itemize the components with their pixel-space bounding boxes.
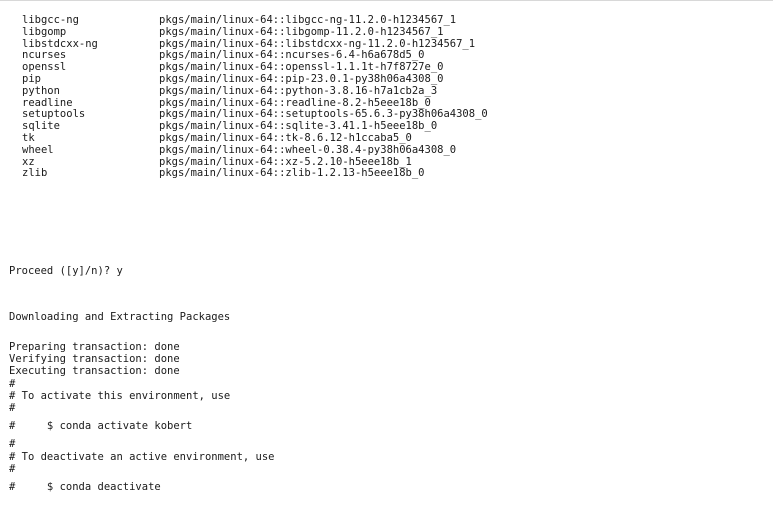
package-list: libgcc-ng pkgs/main/linux-64::libgcc-ng-…: [22, 14, 488, 180]
deactivate-header: # To deactivate an active environment, u…: [9, 451, 275, 463]
comment-line: #: [9, 402, 16, 414]
package-row: pip pkgs/main/linux-64::pip-23.0.1-py38h…: [22, 72, 443, 86]
package-spec: pkgs/main/linux-64::readline-8.2-h5eee18…: [159, 96, 431, 109]
package-spec: pkgs/main/linux-64::pip-23.0.1-py38h06a4…: [159, 72, 444, 85]
package-spec: pkgs/main/linux-64::libgcc-ng-11.2.0-h12…: [159, 14, 457, 26]
package-name: ncurses: [22, 49, 67, 62]
package-row: libgcc-ng pkgs/main/linux-64::libgcc-ng-…: [22, 14, 456, 27]
download-status: Downloading and Extracting Packages: [9, 311, 231, 323]
package-spec: pkgs/main/linux-64::ncurses-6.4-h6a678d5…: [159, 49, 425, 62]
activate-command: # $ conda activate kobert: [9, 420, 193, 432]
package-row: python pkgs/main/linux-64::python-3.8.16…: [22, 84, 437, 98]
package-spec: pkgs/main/linux-64::libstdcxx-ng-11.2.0-…: [159, 37, 476, 50]
package-name: xz: [22, 155, 35, 168]
package-spec: pkgs/main/linux-64::python-3.8.16-h7a1cb…: [159, 84, 438, 97]
package-name: wheel: [22, 143, 54, 156]
package-row: libstdcxx-ng pkgs/main/linux-64::libstdc…: [22, 38, 475, 51]
package-spec: pkgs/main/linux-64::setuptools-65.6.3-py…: [159, 108, 488, 121]
package-row: tk pkgs/main/linux-64::tk-8.6.12-h1ccaba…: [22, 131, 412, 145]
package-row: wheel pkgs/main/linux-64::wheel-0.38.4-p…: [22, 143, 456, 157]
proceed-prompt: Proceed ([y]/n)? y: [9, 265, 123, 277]
package-row: ncurses pkgs/main/linux-64::ncurses-6.4-…: [22, 50, 425, 62]
package-spec: pkgs/main/linux-64::wheel-0.38.4-py38h06…: [159, 143, 457, 156]
package-row: xz pkgs/main/linux-64::xz-5.2.10-h5eee18…: [22, 155, 412, 169]
package-row: zlib pkgs/main/linux-64::zlib-1.2.13-h5e…: [22, 167, 425, 180]
package-spec: pkgs/main/linux-64::xz-5.2.10-h5eee18b_1: [159, 155, 412, 168]
package-row: setuptools pkgs/main/linux-64::setuptool…: [22, 109, 488, 121]
comment-line: #: [9, 378, 16, 390]
package-name: setuptools: [22, 108, 86, 121]
package-spec: pkgs/main/linux-64::tk-8.6.12-h1ccaba5_0: [159, 131, 412, 144]
package-name: python: [22, 84, 60, 97]
deactivate-command: # $ conda deactivate: [9, 481, 161, 493]
package-name: libstdcxx-ng: [22, 37, 98, 50]
package-row: sqlite pkgs/main/linux-64::sqlite-3.41.1…: [22, 120, 437, 133]
package-row: libgomp pkgs/main/linux-64::libgomp-11.2…: [22, 26, 443, 39]
preparing-status: Preparing transaction: done: [9, 341, 180, 353]
package-name: pip: [22, 72, 41, 85]
verifying-status: Verifying transaction: done: [9, 353, 180, 365]
comment-line: #: [9, 438, 16, 450]
package-name: tk: [22, 131, 35, 144]
package-name: libgcc-ng: [22, 14, 79, 26]
package-name: openssl: [22, 61, 67, 74]
activate-header: # To activate this environment, use: [9, 390, 231, 402]
package-row: openssl pkgs/main/linux-64::openssl-1.1.…: [22, 61, 443, 74]
package-spec: pkgs/main/linux-64::zlib-1.2.13-h5eee18b…: [159, 167, 425, 180]
package-name: sqlite: [22, 120, 60, 133]
package-spec: pkgs/main/linux-64::sqlite-3.41.1-h5eee1…: [159, 120, 438, 133]
package-spec: pkgs/main/linux-64::openssl-1.1.1t-h7f87…: [159, 61, 444, 74]
package-name: readline: [22, 96, 73, 109]
package-row: readline pkgs/main/linux-64::readline-8.…: [22, 97, 431, 110]
package-name: libgomp: [22, 25, 67, 38]
comment-line: #: [9, 463, 16, 475]
package-spec: pkgs/main/linux-64::libgomp-11.2.0-h1234…: [159, 25, 444, 38]
executing-status: Executing transaction: done: [9, 365, 180, 377]
package-name: zlib: [22, 167, 48, 180]
